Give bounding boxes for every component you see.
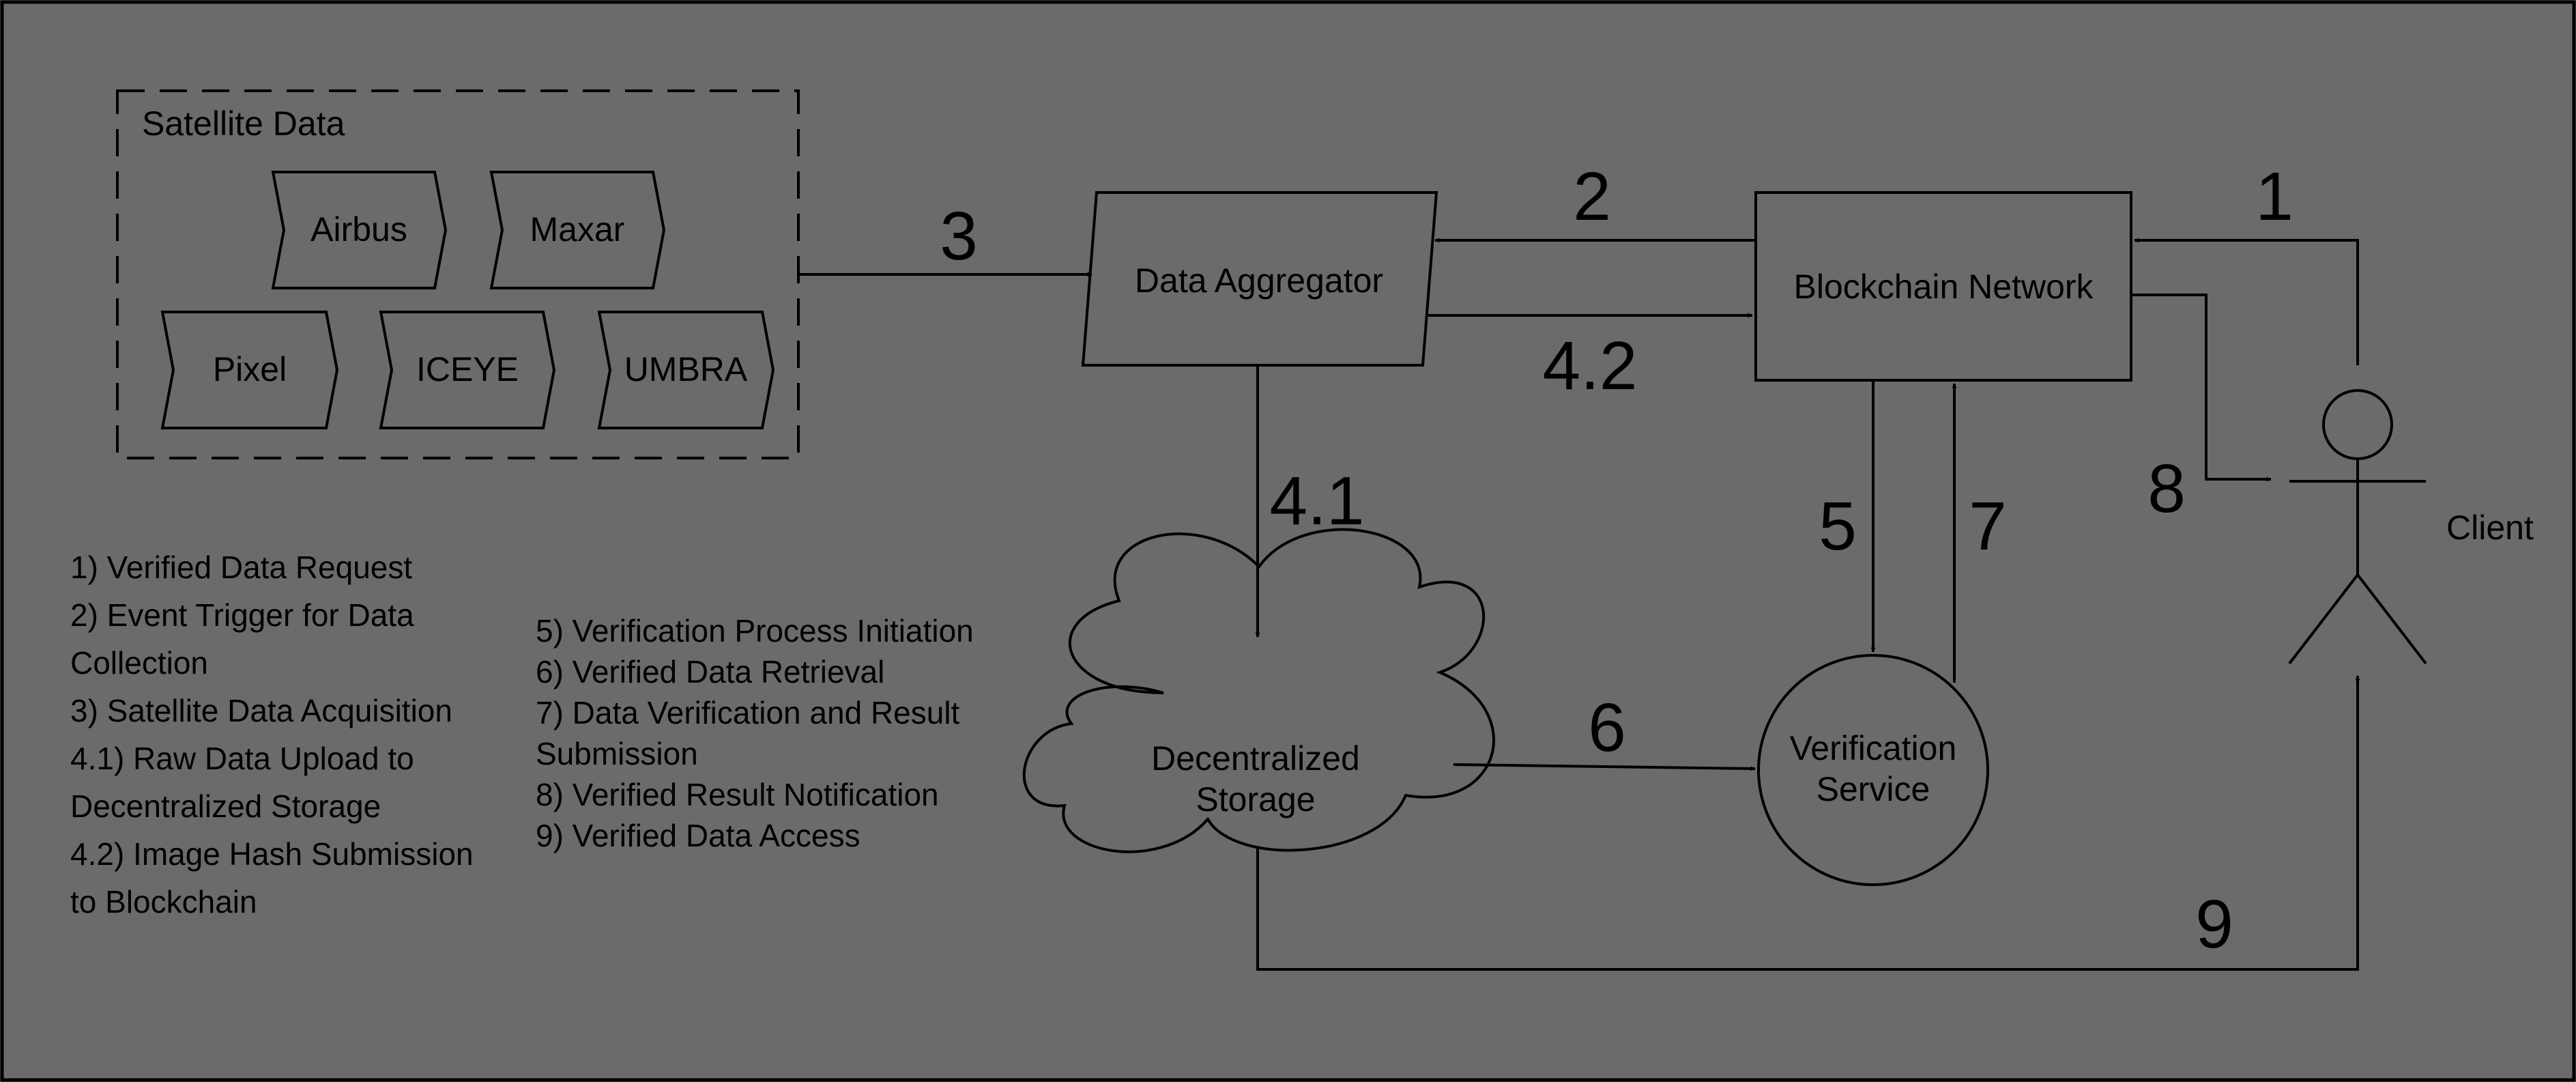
svg-text:Decentralized: Decentralized [1151,739,1360,778]
provider-airbus: Airbus [271,171,448,289]
provider-maxar: Maxar [489,171,666,289]
decentralized-storage-node: Decentralized Storage [1022,528,1495,853]
svg-text:1) Verified Data Request: 1) Verified Data Request [70,550,412,585]
svg-text:9) Verified Data Access: 9) Verified Data Access [536,818,860,853]
step-4-2-label: 4.2 [1542,328,1637,404]
legend-left: 1) Verified Data Request 2) Event Trigge… [70,550,474,920]
client-actor: Client [2288,389,2534,665]
satellite-data-group: Satellite Data Airbus Maxar Pixel ICEYE … [116,89,800,459]
step-4-1-label: 4.1 [1269,463,1364,539]
svg-text:Blockchain Network: Blockchain Network [1793,268,2094,306]
arrow-step-1 [2134,238,2359,365]
svg-text:6) Verified Data Retrieval: 6) Verified Data Retrieval [536,654,884,689]
step-3-label: 3 [940,198,978,274]
svg-text:Service: Service [1817,770,1930,808]
svg-text:Maxar: Maxar [530,210,625,248]
svg-text:ICEYE: ICEYE [416,350,519,388]
data-aggregator-node: Data Aggregator [1081,191,1438,367]
step-9-label: 9 [2195,886,2233,963]
svg-text:3) Satellite Data Acquisition: 3) Satellite Data Acquisition [70,693,452,728]
blockchain-network-node: Blockchain Network [1754,191,2132,382]
verification-service-node: Verification Service [1757,654,1989,886]
svg-text:Storage: Storage [1196,780,1315,818]
step-6-label: 6 [1588,689,1626,766]
legend-right: 5) Verification Process Initiation 6) Ve… [536,613,974,853]
svg-text:to Blockchain: to Blockchain [70,884,257,920]
svg-text:Submission: Submission [536,736,698,771]
provider-iceye: ICEYE [379,311,556,429]
step-1-label: 1 [2255,158,2293,235]
svg-text:7) Data Verification and Resul: 7) Data Verification and Result [536,695,960,730]
svg-text:Pixel: Pixel [213,350,287,388]
svg-text:5) Verification Process Initia: 5) Verification Process Initiation [536,613,974,649]
provider-pixel: Pixel [160,311,339,429]
provider-umbra: UMBRA [597,311,775,429]
svg-text:2) Event Trigger for Data: 2) Event Trigger for Data [70,597,414,633]
svg-text:4.1) Raw Data Upload to: 4.1) Raw Data Upload to [70,741,414,776]
svg-text:Data Aggregator: Data Aggregator [1135,261,1383,300]
svg-text:Collection: Collection [70,645,208,681]
svg-text:Decentralized Storage: Decentralized Storage [70,788,381,824]
step-5-label: 5 [1819,488,1857,565]
svg-text:Verification: Verification [1790,729,1957,767]
svg-text:UMBRA: UMBRA [624,350,748,388]
arrow-step-9 [1256,675,2360,971]
connectors [798,238,2360,971]
satellite-group-title: Satellite Data [142,104,345,143]
svg-text:Airbus: Airbus [310,210,407,248]
svg-text:8) Verified Result Notificatio: 8) Verified Result Notification [536,777,939,812]
step-labels: 1 2 3 4.2 4.1 5 7 6 8 9 [940,158,2293,963]
arrow-step-6 [1453,763,1756,771]
step-7-label: 7 [1969,488,2007,565]
svg-text:4.2) Image Hash Submission: 4.2) Image Hash Submission [70,836,474,872]
step-8-label: 8 [2147,451,2186,527]
arrow-step-8 [2131,294,2272,482]
client-label: Client [2446,509,2534,547]
step-2-label: 2 [1573,158,1611,235]
